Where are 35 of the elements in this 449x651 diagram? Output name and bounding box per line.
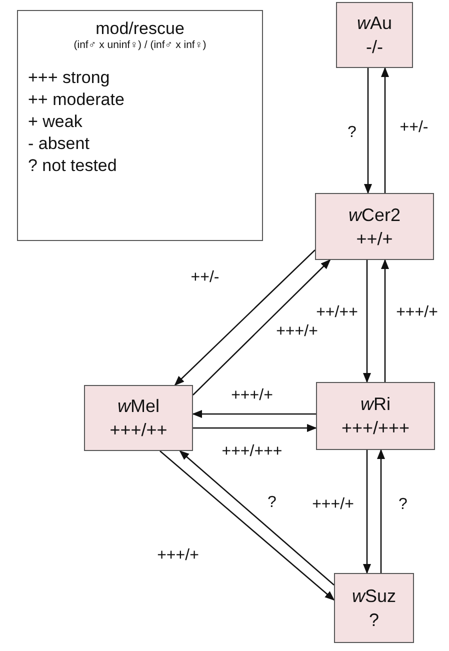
arrow bbox=[192, 410, 316, 418]
strain-value: +++/++ bbox=[110, 419, 168, 442]
strain-name: wCer2 bbox=[348, 204, 400, 226]
strain-name: wMel bbox=[117, 395, 160, 418]
strain-box bbox=[316, 382, 435, 450]
key-subtitle: (inf♂ x uninf♀) / (inf♂ x inf♀) bbox=[74, 39, 206, 51]
key-entry: +++ strong bbox=[28, 67, 110, 89]
strain-box bbox=[336, 2, 413, 68]
key-entry: ++ moderate bbox=[28, 89, 124, 111]
strain-value: +++/+++ bbox=[341, 417, 410, 440]
arrow bbox=[377, 449, 385, 573]
arrow bbox=[192, 259, 331, 396]
strain-box bbox=[84, 385, 193, 451]
arrow bbox=[364, 68, 372, 194]
strain-name: wRi bbox=[360, 393, 390, 416]
arrow bbox=[160, 450, 335, 601]
arrow bbox=[179, 450, 334, 586]
key-title: mod/rescue bbox=[96, 19, 184, 39]
key-entry: ? not tested bbox=[28, 155, 117, 177]
arrow bbox=[363, 450, 371, 574]
strain-box bbox=[315, 193, 434, 260]
arrow bbox=[381, 67, 389, 193]
strain-value: ++/+ bbox=[356, 228, 393, 250]
arrow bbox=[381, 259, 389, 382]
key-box bbox=[17, 10, 263, 241]
strain-box bbox=[334, 573, 414, 643]
strain-name: wSuz bbox=[352, 585, 396, 608]
strain-value: ? bbox=[368, 609, 379, 632]
arrow bbox=[193, 424, 317, 432]
key-entry: - absent bbox=[28, 133, 90, 155]
arrow bbox=[174, 250, 316, 386]
arrow bbox=[363, 260, 371, 383]
strain-name: wAu bbox=[356, 12, 392, 35]
key-entry: + weak bbox=[28, 111, 82, 133]
strain-value: -/- bbox=[366, 36, 383, 59]
